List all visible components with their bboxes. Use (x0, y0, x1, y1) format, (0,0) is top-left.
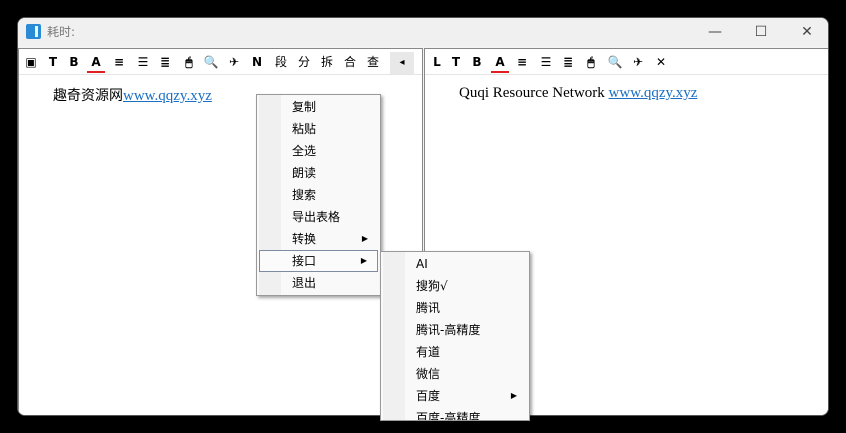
mouse-icon[interactable]: 🖱 (587, 55, 595, 69)
submenu-arrow-icon: ▶ (361, 234, 368, 243)
align-right-icon[interactable]: ≣ (159, 55, 171, 69)
left-icon[interactable]: L (433, 55, 441, 69)
align-left-icon[interactable]: ≡ (113, 55, 125, 69)
submenu-item[interactable]: 微信 (416, 367, 441, 381)
mouse-icon[interactable]: 🖱 (185, 55, 193, 69)
menu-item[interactable]: 转换▶ (259, 228, 378, 250)
tear-icon[interactable]: 拆 (320, 55, 333, 69)
search-icon[interactable]: 🔍 (607, 55, 623, 69)
submenu-item[interactable]: 有道 (416, 345, 441, 359)
right-link[interactable]: www.qqzy.xyz (608, 85, 698, 101)
submenu-item[interactable]: 百度▶ (383, 385, 527, 407)
menu-item[interactable]: 全选 (292, 144, 317, 158)
context-menu: 复制粘贴全选朗读搜索导出表格转换▶接口▶ 退出 (256, 94, 381, 296)
submenu-item[interactable]: 搜狗√ (416, 279, 448, 293)
close-button[interactable]: ✕ (801, 24, 813, 40)
menu-item[interactable]: 接口▶ (259, 250, 378, 272)
right-text-area[interactable]: Quqi Resource Network www.qqzy.xyz (459, 85, 697, 102)
font-color-icon[interactable]: A (491, 53, 509, 73)
bold-icon[interactable]: B (472, 55, 482, 69)
menu-item[interactable]: 导出表格 (292, 210, 341, 224)
menu-item[interactable]: 搜索 (292, 188, 317, 202)
close-icon[interactable]: ✕ (655, 55, 667, 69)
align-right-icon[interactable]: ≣ (562, 55, 574, 69)
split-icon[interactable]: 分 (297, 55, 310, 69)
minimize-button[interactable]: — (708, 24, 722, 40)
search-icon[interactable]: 🔍 (203, 55, 219, 69)
menu-item[interactable]: 朗读 (292, 166, 317, 180)
right-text: Quqi Resource Network (459, 85, 609, 101)
merge-icon[interactable]: 合 (343, 55, 356, 69)
lookup-icon[interactable]: 查 (366, 55, 379, 69)
submenu-item[interactable]: AI (416, 257, 428, 271)
justify-icon[interactable]: ☰ (137, 55, 149, 69)
interface-submenu: AI 搜狗√ 腾讯腾讯-高精度有道微信百度▶ 百度-高精度 (380, 251, 530, 421)
submenu-item[interactable]: 百度-高精度 (416, 411, 481, 421)
bold-icon[interactable]: B (69, 55, 79, 69)
send-icon[interactable]: ✈ (632, 55, 644, 69)
left-text: 趣奇资源网 (53, 88, 123, 104)
paragraph-icon[interactable]: 段 (274, 55, 287, 69)
submenu-item[interactable]: 腾讯 (416, 301, 441, 315)
border-icon[interactable]: ▣ (25, 55, 37, 69)
submenu-item[interactable]: 腾讯-高精度 (416, 323, 481, 337)
title-bar: 耗时: — ☐ ✕ (18, 18, 828, 46)
window-title: 耗时: (47, 25, 76, 39)
send-icon[interactable]: ✈ (228, 55, 240, 69)
submenu-arrow-icon: ▶ (510, 391, 517, 400)
text-icon[interactable]: T (48, 55, 58, 69)
app-icon (26, 24, 41, 39)
submenu-arrow-icon: ▶ (360, 256, 367, 265)
align-left-icon[interactable]: ≡ (516, 55, 528, 69)
menu-item[interactable]: 复制 (292, 100, 317, 114)
maximize-button[interactable]: ☐ (754, 24, 768, 40)
collapse-button[interactable]: ◂ (390, 52, 414, 74)
menu-item[interactable]: 退出 (292, 276, 317, 290)
menu-item[interactable]: 粘贴 (292, 122, 317, 136)
font-color-icon[interactable]: A (87, 53, 105, 73)
text-icon[interactable]: T (451, 55, 461, 69)
normal-icon[interactable]: N (251, 55, 263, 69)
left-link[interactable]: www.qqzy.xyz (123, 88, 212, 104)
left-text-area[interactable]: 趣奇资源网www.qqzy.xyz (53, 85, 212, 105)
justify-icon[interactable]: ☰ (540, 55, 552, 69)
